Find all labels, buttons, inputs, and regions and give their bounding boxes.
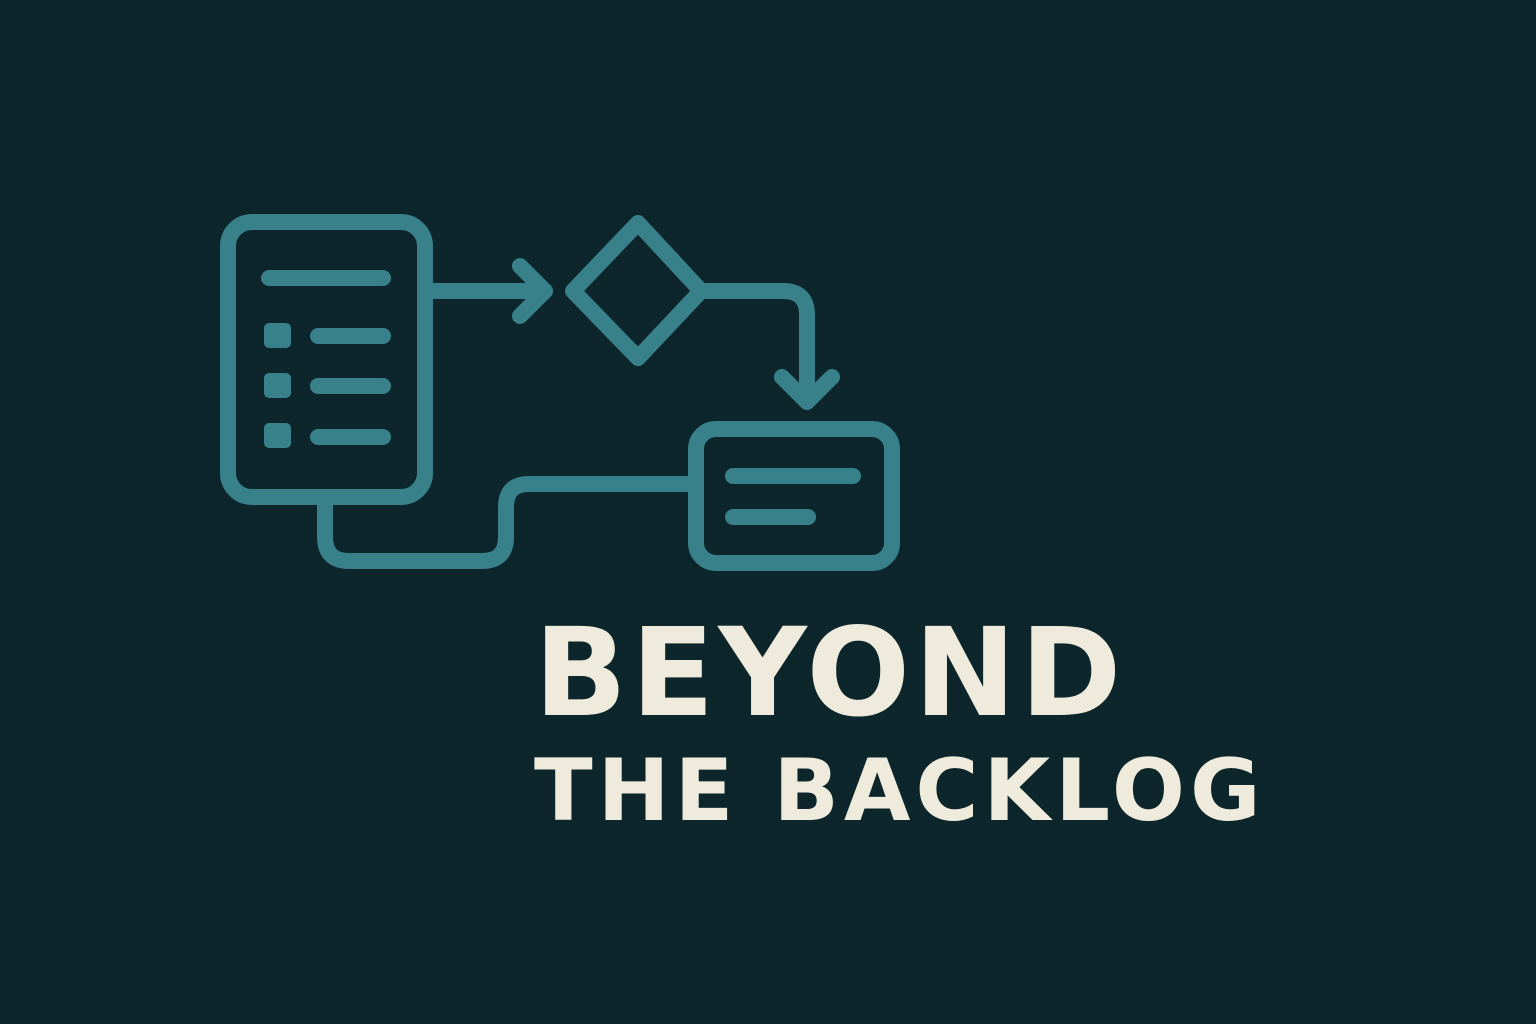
- list-bullet-1: [264, 323, 291, 348]
- task-card-icon: [688, 421, 900, 571]
- flow-arrow-down-icon: [693, 283, 840, 410]
- decision-diamond-icon: [565, 215, 709, 366]
- flow-arrow-icon: [417, 258, 553, 324]
- return-connector-line: [317, 476, 704, 569]
- title-line-the-backlog: THE BACKLOG: [534, 741, 1266, 841]
- task-card-frame: [688, 421, 900, 571]
- list-bullet-2: [264, 373, 291, 398]
- arrow-shaft-2: [693, 283, 815, 408]
- brand-title: BEYOND THE BACKLOG: [534, 612, 1266, 834]
- backlog-list-icon: [220, 214, 433, 505]
- backlog-panel-frame: [220, 214, 433, 505]
- arrow-head-1: [512, 258, 553, 324]
- list-bullet-3: [264, 423, 291, 448]
- title-line-beyond: BEYOND: [534, 602, 1126, 744]
- arrow-head-2: [774, 369, 840, 410]
